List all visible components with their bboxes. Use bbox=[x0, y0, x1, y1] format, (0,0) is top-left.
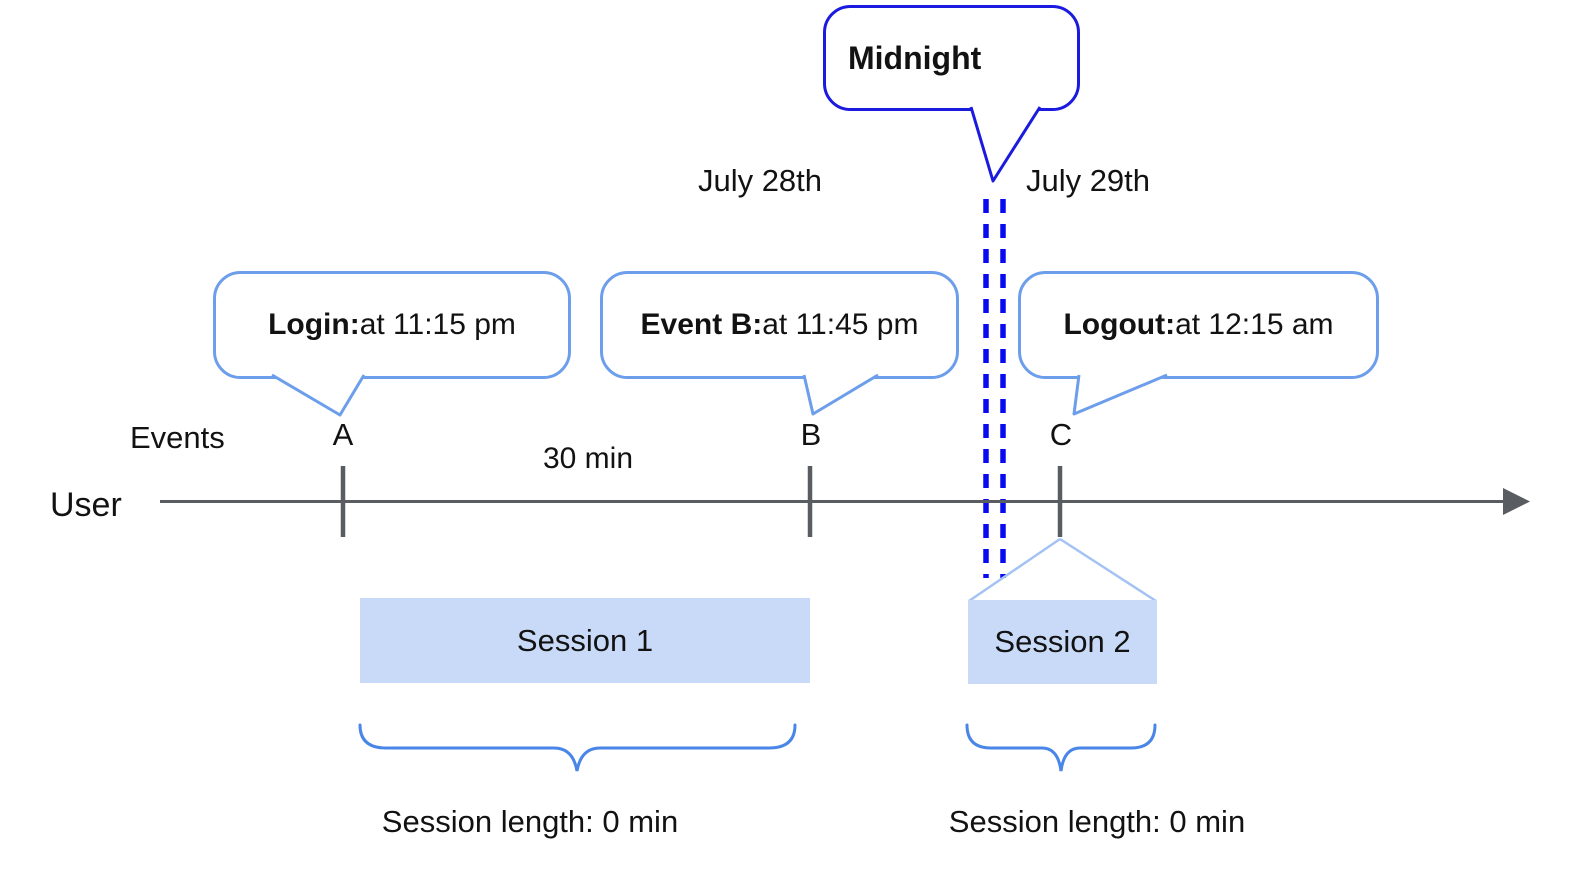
event-b-bubble-tail bbox=[802, 373, 879, 416]
session2-brace bbox=[965, 723, 1157, 772]
event-b-bubble bbox=[600, 271, 959, 379]
logout-bubble-tail bbox=[1072, 373, 1168, 416]
logout-callout-text: Logout: at 12:15 am bbox=[1019, 272, 1378, 378]
session2-connector-left bbox=[968, 537, 1061, 603]
session2-length-label: Session length: 0 min bbox=[948, 804, 1246, 839]
login-bubble bbox=[213, 271, 571, 379]
login-callout-text: Login: at 11:15 pm bbox=[214, 272, 570, 378]
midnight-bubble bbox=[823, 5, 1080, 111]
session1-length-label: Session length: 0 min bbox=[381, 804, 679, 839]
logout-callout-bold: Logout: bbox=[1063, 308, 1176, 341]
user-row-label: User bbox=[50, 486, 122, 524]
date-july-28-label: July 28th bbox=[697, 163, 823, 198]
login-bubble-tail bbox=[271, 373, 366, 417]
event-b-letter: B bbox=[800, 417, 822, 452]
event-b-callout-text: Event B: at 11:45 pm bbox=[601, 272, 958, 378]
event-a-letter: A bbox=[332, 417, 354, 452]
timeline-arrowhead-icon bbox=[1503, 488, 1530, 515]
login-callout-time: at 11:15 pm bbox=[359, 308, 516, 341]
event-c-letter: C bbox=[1049, 417, 1073, 452]
midnight-label: Midnight bbox=[848, 39, 982, 76]
event-b-callout-time: at 11:45 pm bbox=[762, 308, 919, 341]
session2-bar: Session 2 bbox=[968, 600, 1157, 684]
interval-30min-label: 30 min bbox=[542, 442, 634, 475]
logout-callout-time: at 12:15 am bbox=[1175, 308, 1334, 341]
event-b-callout-bold: Event B: bbox=[640, 308, 763, 341]
date-july-29-label: July 29th bbox=[1025, 163, 1151, 198]
login-callout-bold: Login: bbox=[268, 308, 360, 341]
session1-bar: Session 1 bbox=[360, 598, 810, 683]
events-axis-label: Events bbox=[130, 420, 225, 455]
midnight-bubble-tail bbox=[969, 106, 1042, 183]
logout-bubble bbox=[1018, 271, 1379, 379]
session2-connector-right bbox=[1059, 537, 1157, 603]
session1-brace bbox=[358, 723, 797, 772]
